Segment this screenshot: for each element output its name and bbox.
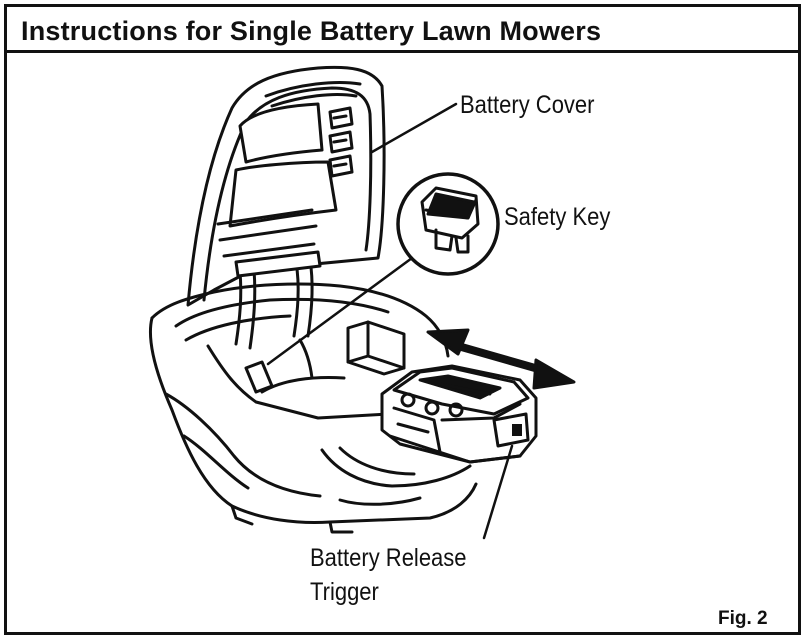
- figure-title: Instructions for Single Battery Lawn Mow…: [21, 16, 602, 46]
- figure-frame: Instructions for Single Battery Lawn Mow…: [4, 4, 801, 635]
- figure-number: Fig. 2: [718, 608, 768, 629]
- label-battery-release-line2: Trigger: [310, 578, 379, 606]
- battery-cover-leader: [370, 102, 458, 154]
- mower-housing: [148, 282, 478, 534]
- title-bar: Instructions for Single Battery Lawn Mow…: [7, 7, 798, 53]
- battery-cover-lid: [186, 65, 386, 350]
- slide-direction-arrow: [426, 328, 576, 390]
- label-battery-release-line1: Battery Release: [310, 544, 467, 572]
- release-trigger-leader: [482, 444, 514, 540]
- label-battery-cover: Battery Cover: [460, 91, 595, 119]
- label-safety-key: Safety Key: [504, 203, 611, 231]
- safety-key-callout: [266, 172, 500, 366]
- battery-pack: [380, 364, 538, 464]
